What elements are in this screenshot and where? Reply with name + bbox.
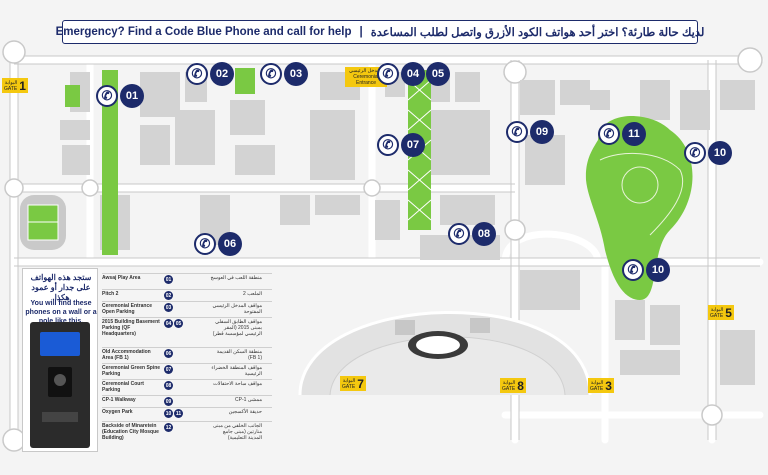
phone-number-badge: 02	[210, 62, 234, 86]
phone-icon: ✆	[377, 134, 399, 156]
roundabouts	[2, 40, 763, 452]
phone-icon: ✆	[622, 259, 644, 281]
phone-number-badge: 09	[530, 120, 554, 144]
phone-marker-03[interactable]: ✆ 03	[260, 62, 308, 86]
phone-number-badge: 05	[426, 62, 450, 86]
phone-icon: ✆	[96, 85, 118, 107]
legend-row: Backside of Minaretein (Education City M…	[102, 421, 272, 457]
info-english: You will find these phones on a wall or …	[25, 300, 97, 325]
phone-marker-08[interactable]: ✆ 08	[448, 222, 496, 246]
banner-arabic: لديك حالة طارئة؟ اختر أحد هواتف الكود ال…	[370, 27, 705, 39]
legend-row: Ceremonial Court Parking 08 مواقف ساحة ا…	[102, 379, 272, 395]
phone-marker-02[interactable]: ✆ 02	[186, 62, 234, 86]
phone-marker-04[interactable]: ✆ 04	[377, 62, 425, 86]
green-areas	[65, 68, 693, 300]
green-spine-hatch	[407, 79, 432, 221]
phone-marker-01[interactable]: ✆ 01	[96, 84, 144, 108]
phone-number-badge: 01	[120, 84, 144, 108]
legend-row: Old Accommodation Area (FB 1) 06 منطقة ا…	[102, 347, 272, 363]
banner-english: Emergency? Find a Code Blue Phone and ca…	[55, 26, 352, 38]
ceremonial-entrance-label: المدخل الرئيسي Ceremonial Entrance	[345, 67, 387, 87]
phone-number-badge: 11	[622, 122, 646, 146]
phone-marker-11[interactable]: ✆ 11	[598, 122, 646, 146]
phone-icon: ✆	[448, 223, 470, 245]
phone-number-badge: 04	[401, 62, 425, 86]
phone-number-badge: 03	[284, 62, 308, 86]
phone-marker-07[interactable]: ✆ 07	[377, 133, 425, 157]
banner-separator: |	[359, 26, 363, 38]
phone-icon: ✆	[194, 233, 216, 255]
phone-number-badge: 08	[472, 222, 496, 246]
legend-row: Ceremonial Entrance Open Parking 03 مواق…	[102, 301, 272, 317]
phone-number-badge: 10	[646, 258, 670, 282]
phone-marker-10-south[interactable]: ✆ 10	[622, 258, 670, 282]
phone-marker-06[interactable]: ✆ 06	[194, 232, 242, 256]
phone-number-badge: 06	[218, 232, 242, 256]
phone-marker-09[interactable]: ✆ 09	[506, 120, 554, 144]
phone-number-badge: 10	[708, 141, 732, 165]
emergency-banner: Emergency? Find a Code Blue Phone and ca…	[56, 20, 704, 44]
code-blue-phone-photo	[30, 322, 90, 448]
phone-icon: ✆	[506, 121, 528, 143]
legend-row: CP-1 Walkway 09 ممشى CP-1	[102, 395, 272, 407]
legend-row: Ceremonial Green Spine Parking 07 مواقف …	[102, 363, 272, 379]
legend-row: Awsaj Play Area 01 منطقة اللعب في العوسج	[102, 273, 272, 289]
phone-marker-05[interactable]: 05	[424, 62, 450, 86]
info-arabic: ستجد هذه الهواتف على جدار أو عمود هكذا.	[30, 273, 92, 302]
phone-icon: ✆	[260, 63, 282, 85]
phone-icon: ✆	[377, 63, 399, 85]
phone-icon: ✆	[598, 123, 620, 145]
phone-icon: ✆	[186, 63, 208, 85]
phone-number-badge: 07	[401, 133, 425, 157]
sports-pitch	[20, 195, 66, 250]
legend-row: Pitch 2 02 الملعب 2	[102, 289, 272, 301]
phone-marker-10-east[interactable]: ✆ 10	[684, 141, 732, 165]
legend-row: 2015 Building Basement Parking (QF Headq…	[102, 317, 272, 347]
oxygen-park-paths	[599, 152, 684, 236]
phone-location-legend: Awsaj Play Area 01 منطقة اللعب في العوسج…	[102, 273, 272, 463]
phone-icon: ✆	[684, 142, 706, 164]
ceremonial-court-area	[298, 310, 592, 396]
